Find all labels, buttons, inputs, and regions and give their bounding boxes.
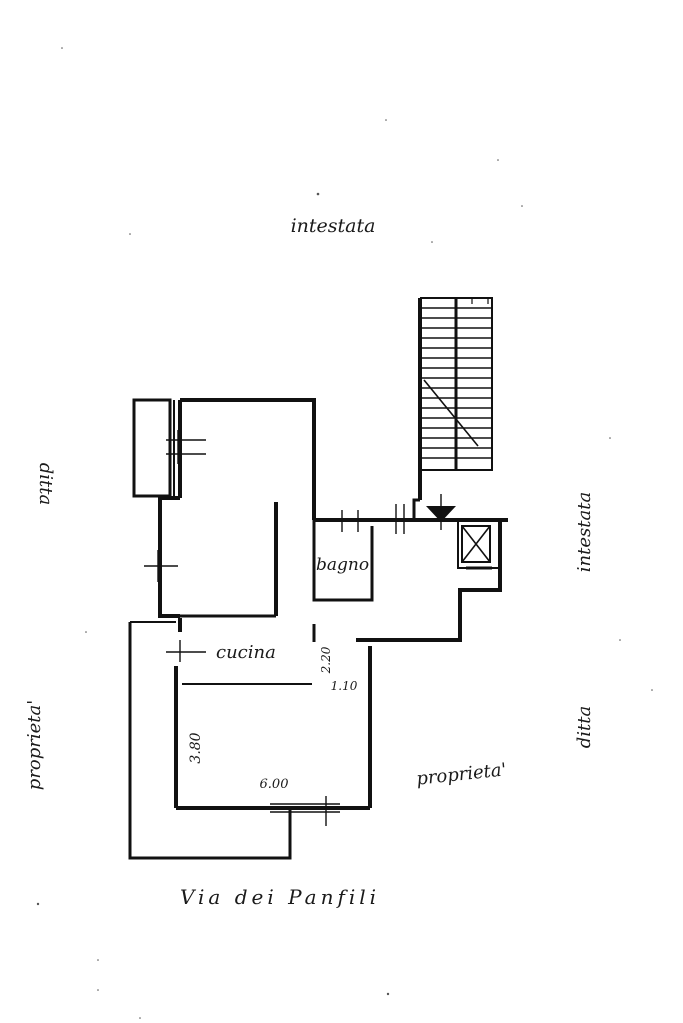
dimension-hall-a: 2.20 [319, 646, 333, 674]
label-right-proprieta: proprieta' [415, 759, 507, 789]
windows [144, 430, 405, 826]
dimension-living-width: 6.00 [260, 777, 289, 792]
staircase [418, 297, 493, 500]
walls [128, 398, 508, 860]
label-right-intestata: intestata [574, 492, 595, 572]
label-right-ditta: ditta [574, 706, 595, 748]
room-label-bagno: bagno [316, 555, 369, 575]
label-top-intestata: intestata [291, 215, 376, 237]
dimension-hall-b: 1.10 [331, 679, 358, 693]
street-name: Via dei Panfili [180, 885, 380, 909]
label-left-proprieta: proprieta' [24, 700, 45, 790]
dimension-living-height: 3.80 [188, 732, 204, 763]
label-left-ditta: ditta [35, 463, 56, 505]
scan-noise [36, 47, 653, 1019]
room-label-cucina: cucina [216, 642, 276, 663]
